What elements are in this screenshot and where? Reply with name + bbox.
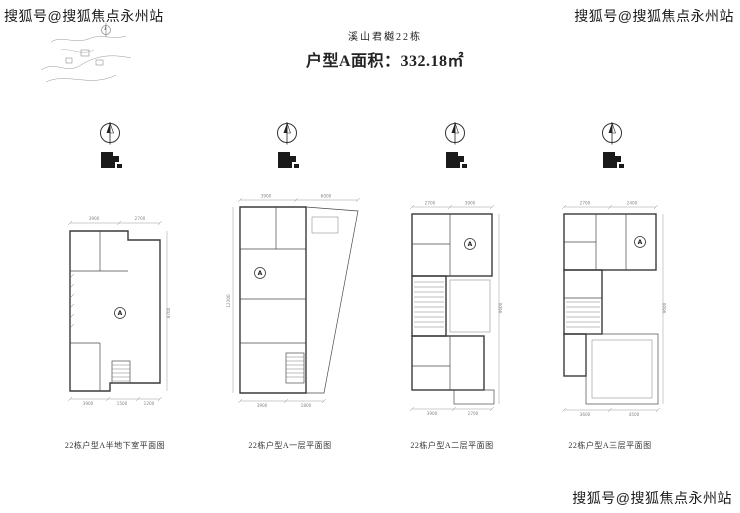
- unit-a-marker: A: [464, 238, 476, 250]
- svg-text:A: A: [468, 241, 473, 248]
- watermark-bottom-right: 搜狐号@搜狐焦点永州站: [572, 490, 732, 506]
- north-arrow-icon: [595, 120, 629, 172]
- dim-label: 1200: [144, 401, 155, 406]
- dim-label: 2400: [627, 201, 638, 206]
- stair-icon: [111, 360, 131, 384]
- sketch-compass-icon: [101, 23, 111, 37]
- dim-label: 2700: [425, 201, 436, 206]
- project-title: 溪山君樾22栋: [348, 32, 422, 43]
- keyplan-icon: [446, 152, 467, 168]
- stair-icon: [285, 352, 305, 384]
- interior-walls: [564, 214, 627, 299]
- dim-label: 8700: [166, 307, 171, 318]
- plan-caption-basement: 22栋户型A半地下室平面图: [64, 441, 166, 450]
- dim-label: 2700: [468, 411, 479, 416]
- dimension-lines: 2700 2400 3600 4500 9600: [561, 201, 667, 416]
- svg-text:A: A: [638, 239, 643, 246]
- stair-icon: [566, 301, 600, 328]
- dim-label: 3600: [580, 412, 591, 416]
- plan-caption-first-floor: 22栋户型A一层平面图: [248, 441, 332, 450]
- unit-a-marker: A: [254, 267, 266, 279]
- svg-text:A: A: [118, 310, 123, 317]
- dim-label: 2700: [135, 216, 146, 221]
- dim-label: 12300: [226, 294, 231, 308]
- unit-a-marker: A: [114, 307, 126, 319]
- dim-label: 9600: [662, 302, 667, 313]
- unit-a-marker: A: [634, 236, 646, 248]
- stair-icon: [414, 281, 444, 328]
- dim-label: 6000: [321, 194, 332, 199]
- outer-wall: [411, 213, 493, 391]
- dim-label: 1800: [301, 403, 312, 408]
- dim-label: 2700: [580, 201, 591, 206]
- dim-label: 3900: [257, 403, 268, 408]
- dim-label: 9600: [498, 302, 503, 313]
- dimension-lines: 3900 6000 3900 1800 12300: [226, 194, 361, 408]
- site-sketch-drawing: [40, 23, 132, 83]
- floor-plan-second-floor: 2700 3900 3900 2700 9600: [398, 198, 506, 416]
- plan-caption-third-floor: 22栋户型A三层平面图: [568, 441, 652, 450]
- floor-plan-first-floor: 3900 6000 3900 1800 12300: [226, 191, 371, 409]
- north-arrow-icon: [270, 120, 304, 172]
- outer-wall: [239, 206, 359, 394]
- interior-walls: [412, 214, 491, 390]
- dim-label: 4500: [629, 412, 640, 416]
- unit-area-title: 户型A面积：332.18㎡: [305, 53, 465, 70]
- dim-label: 3900: [465, 201, 476, 206]
- dimension-lines: 3900 2700 3900 1500 1200 8700: [67, 216, 171, 406]
- dim-label: 3900: [261, 194, 272, 199]
- interior-walls: [240, 207, 339, 344]
- svg-text:A: A: [258, 270, 263, 277]
- keyplan-icon: [278, 152, 299, 168]
- dim-label: 1500: [117, 401, 128, 406]
- north-arrow-icon: [93, 120, 127, 172]
- balcony-outline: [453, 389, 495, 405]
- plan-caption-second-floor: 22栋户型A二层平面图: [410, 441, 494, 450]
- watermark-top-left: 搜狐号@搜狐焦点永州站: [4, 8, 164, 24]
- site-sketch-map: [36, 20, 141, 92]
- terrace-outline: [585, 333, 659, 405]
- dimension-lines: 2700 3900 3900 2700 9600: [409, 201, 503, 416]
- outer-wall: [69, 230, 161, 392]
- dim-label: 3900: [83, 401, 94, 406]
- interior-walls: [69, 231, 128, 391]
- north-arrow-icon: [438, 120, 472, 172]
- keyplan-icon: [101, 152, 122, 168]
- floor-plan-basement: 3900 2700 3900 1500 1200 8700: [56, 213, 174, 408]
- keyplan-icon: [603, 152, 624, 168]
- watermark-top-right: 搜狐号@搜狐焦点永州站: [574, 8, 734, 24]
- page-header: 溪山君樾22栋 户型A面积：332.18㎡: [280, 28, 490, 71]
- dim-label: 3900: [427, 411, 438, 416]
- floor-plan-third-floor: 2700 2400 3600 4500 9600: [552, 198, 670, 416]
- dim-label: 3900: [89, 216, 100, 221]
